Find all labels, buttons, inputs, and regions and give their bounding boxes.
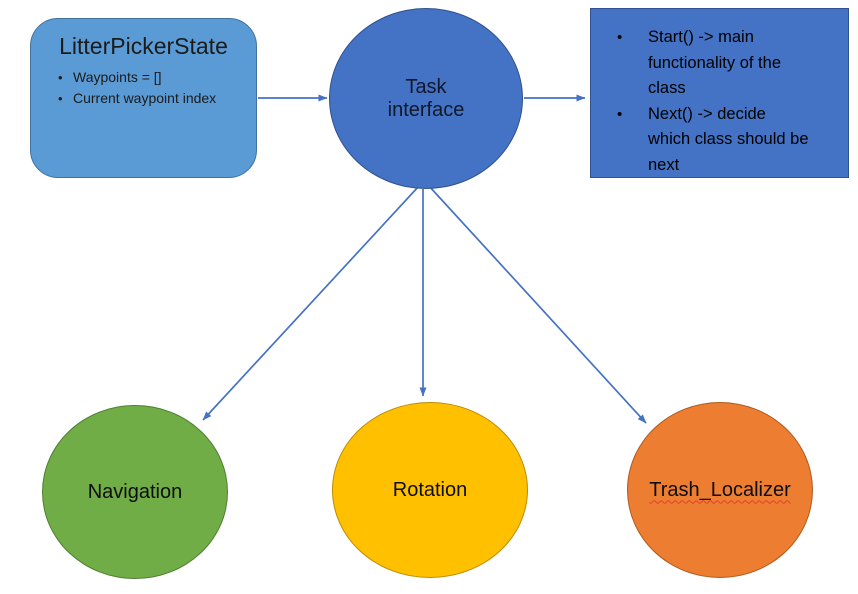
bullet-text: Start() -> main functionality of the cla… xyxy=(648,28,781,97)
bullet-text: Current waypoint index xyxy=(73,90,217,106)
node-task-methods-note: • Start() -> main functionality of the c… xyxy=(590,8,849,178)
node-litterpickerstate: LitterPickerState • Waypoints = [] • Cur… xyxy=(30,18,257,178)
task-interface-label: Task interface xyxy=(387,75,465,121)
arrow-task-to-navigation xyxy=(202,185,420,421)
bullet-text: Next() -> decide which class should be n… xyxy=(648,104,809,174)
trash-localizer-label: Trash_Localizer xyxy=(649,478,791,501)
rotation-label: Rotation xyxy=(392,478,468,501)
litterpickerstate-bullet-list: • Waypoints = [] • Current waypoint inde… xyxy=(31,67,256,109)
arrow-task-to-trash-localizer xyxy=(428,185,647,424)
navigation-label: Navigation xyxy=(87,480,183,503)
node-rotation: Rotation xyxy=(332,402,528,578)
bullet-dot: • xyxy=(617,29,623,46)
node-task-interface: Task interface xyxy=(329,8,523,189)
list-item: • Current waypoint index xyxy=(58,88,248,109)
litterpickerstate-title: LitterPickerState xyxy=(59,33,228,59)
bullet-dot: • xyxy=(58,70,63,85)
node-navigation: Navigation xyxy=(42,405,228,579)
list-item: • Waypoints = [] xyxy=(58,67,248,88)
list-item: • Next() -> decide which class should be… xyxy=(617,102,842,179)
node-trash-localizer: Trash_Localizer xyxy=(627,402,813,578)
bullet-dot: • xyxy=(58,91,63,106)
task-methods-bullet-list: • Start() -> main functionality of the c… xyxy=(591,9,848,178)
list-item: • Start() -> main functionality of the c… xyxy=(617,25,842,102)
bullet-text: Waypoints = [] xyxy=(73,69,162,85)
bullet-dot: • xyxy=(617,105,623,123)
